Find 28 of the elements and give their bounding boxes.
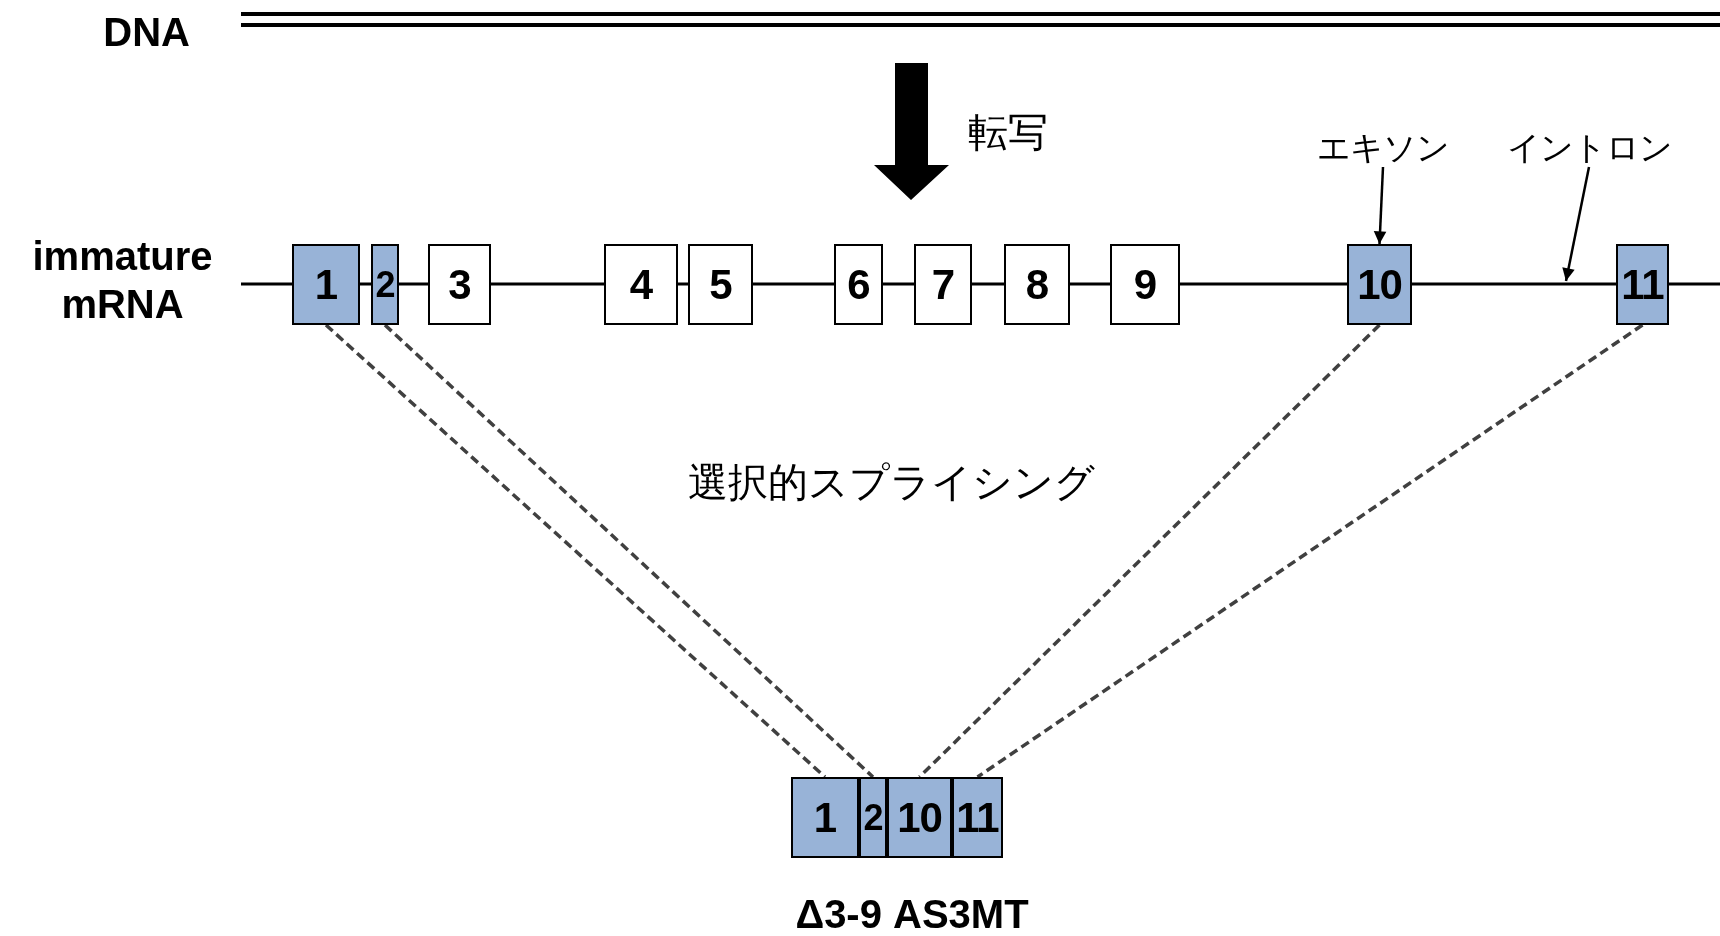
exon-box: 9 [1110,244,1180,325]
exon-box: 4 [604,244,678,325]
splice-line [976,323,1644,779]
exon-box: 5 [688,244,753,325]
process-label: 転写 [968,109,1049,156]
exon-box: 3 [428,244,491,325]
exon-box: 8 [1004,244,1070,325]
exon-box: 2 [371,244,399,325]
leader-arrow [1562,166,1591,282]
exon-box: 1 [292,244,360,325]
exon-box: 1 [791,777,859,858]
transcript-label: Δ3-9 AS3MT [794,891,1030,936]
callout-label: イントロン [1500,127,1678,167]
exon-box: 2 [859,777,887,858]
molecule-label: DNA [102,9,190,56]
leader-arrow [1373,166,1387,245]
exon-box: 10 [1347,244,1412,325]
splice-line [383,323,875,779]
molecule-label: immature mRNA [31,233,214,328]
splice-line [918,323,1381,779]
process-label: 選択的スプライシング [688,459,1096,506]
exon-box: 7 [914,244,972,325]
exon-box: 11 [1616,244,1669,325]
exon-box: 10 [887,777,952,858]
exon-box: 6 [834,244,883,325]
splice-line [324,323,827,779]
exon-box: 11 [952,777,1003,858]
callout-label: エキソン [1308,127,1458,167]
